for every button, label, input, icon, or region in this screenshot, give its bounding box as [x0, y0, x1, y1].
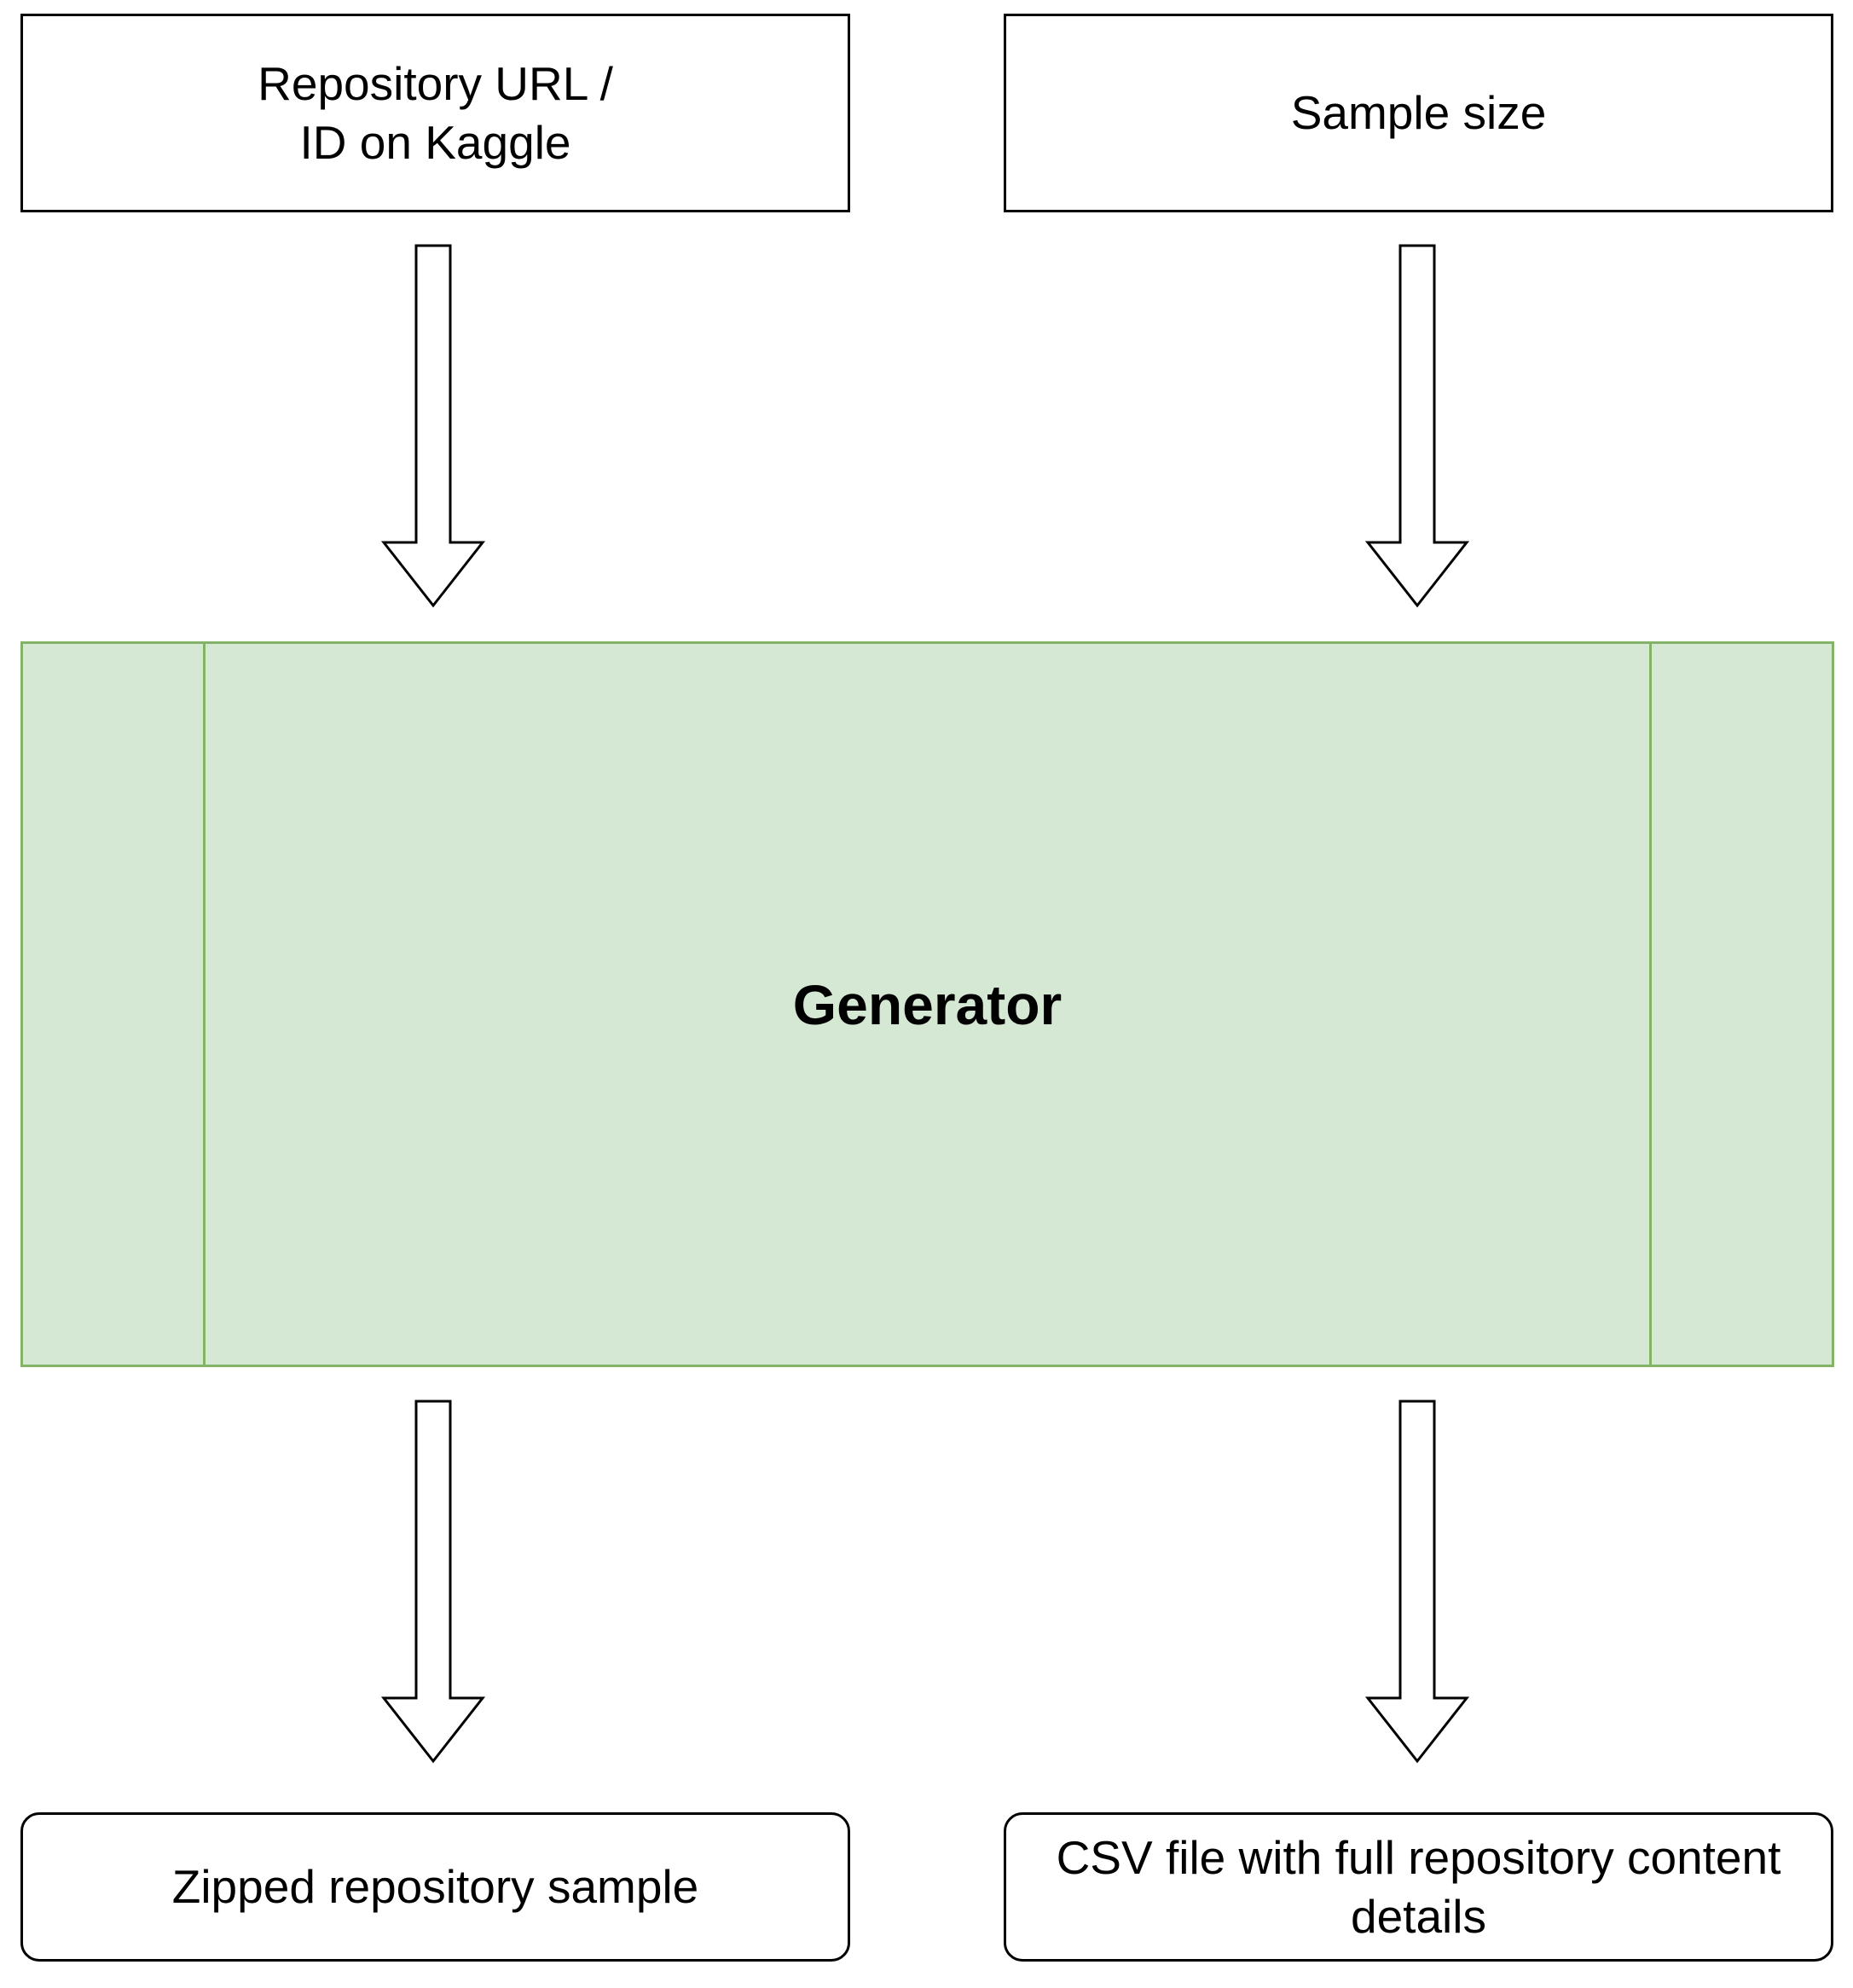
- repository-url-label-line1: Repository URL /: [258, 56, 613, 110]
- down-arrow-icon: [1364, 244, 1470, 608]
- sample-size-label: Sample size: [1290, 86, 1547, 140]
- zipped-sample-output-box: Zipped repository sample: [20, 1812, 850, 1962]
- arrow-sample-size-to-generator: [1363, 244, 1474, 611]
- generator-label: Generator: [792, 972, 1063, 1036]
- down-arrow-icon: [1364, 1400, 1470, 1764]
- csv-file-output-box: CSV file with full repository content de…: [1004, 1812, 1833, 1962]
- arrow-generator-to-zipped-sample: [379, 1400, 489, 1766]
- sample-size-input-box: Sample size: [1004, 14, 1833, 212]
- csv-file-label-line2: details: [1351, 1889, 1486, 1943]
- zipped-sample-label: Zipped repository sample: [171, 1860, 699, 1914]
- generator-process-block: Generator: [20, 641, 1834, 1367]
- down-arrow-icon: [380, 244, 486, 608]
- down-arrow-icon: [380, 1400, 486, 1764]
- generator-right-divider: [1649, 644, 1652, 1365]
- repository-url-input-box: Repository URL / ID on Kaggle: [20, 14, 850, 212]
- generator-left-divider: [203, 644, 206, 1365]
- csv-file-label-line1: CSV file with full repository content: [1056, 1830, 1781, 1884]
- repository-url-label-line2: ID on Kaggle: [299, 115, 571, 169]
- arrow-repository-to-generator: [379, 244, 489, 611]
- arrow-generator-to-csv-file: [1363, 1400, 1474, 1766]
